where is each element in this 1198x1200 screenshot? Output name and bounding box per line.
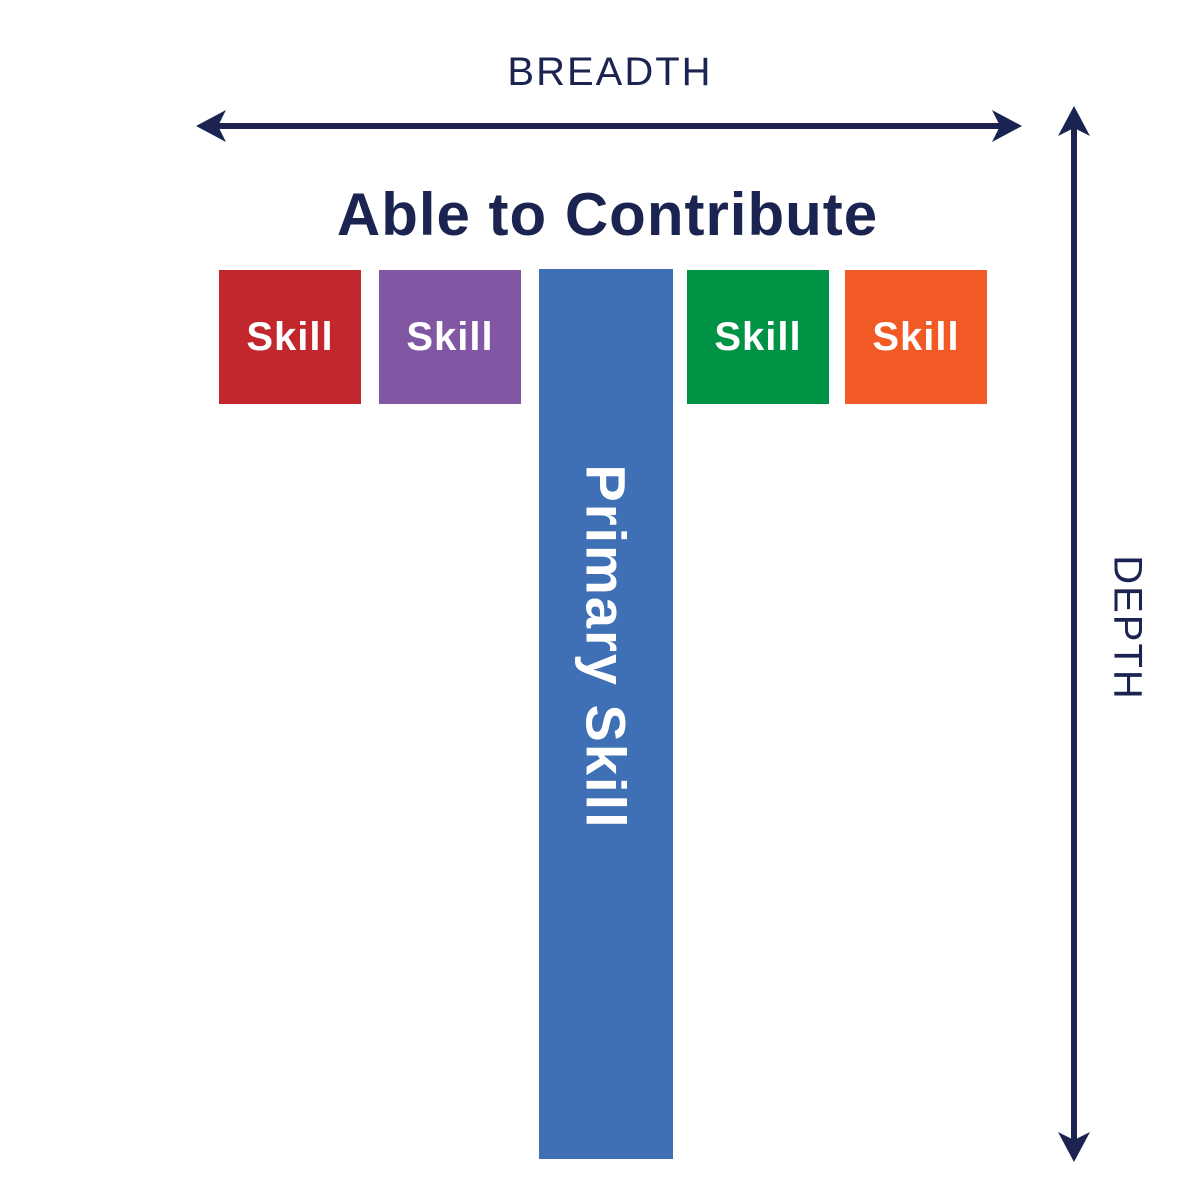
skill-label: Skill [714,314,802,359]
depth-arrow-top-head [1058,106,1090,136]
diagram-title: Able to Contribute [336,181,879,248]
breadth-arrow [196,110,1022,142]
primary-skill-label: Primary Skill [574,464,638,830]
skill-label: Skill [406,314,494,359]
skill-box-red: Skill [219,270,361,404]
skill-box-orange: Skill [845,270,987,404]
breadth-arrow-left-head [196,110,226,142]
depth-arrow [1058,106,1090,1162]
depth-label: DEPTH [1105,555,1150,701]
skill-label: Skill [872,314,960,359]
skill-box-green: Skill [687,270,829,404]
skill-label: Skill [246,314,334,359]
breadth-arrow-right-head [992,110,1022,142]
primary-skill-bar [539,269,673,1159]
breadth-label: BREADTH [507,50,713,94]
depth-arrow-bottom-head [1058,1132,1090,1162]
skill-box-purple: Skill [379,270,521,404]
